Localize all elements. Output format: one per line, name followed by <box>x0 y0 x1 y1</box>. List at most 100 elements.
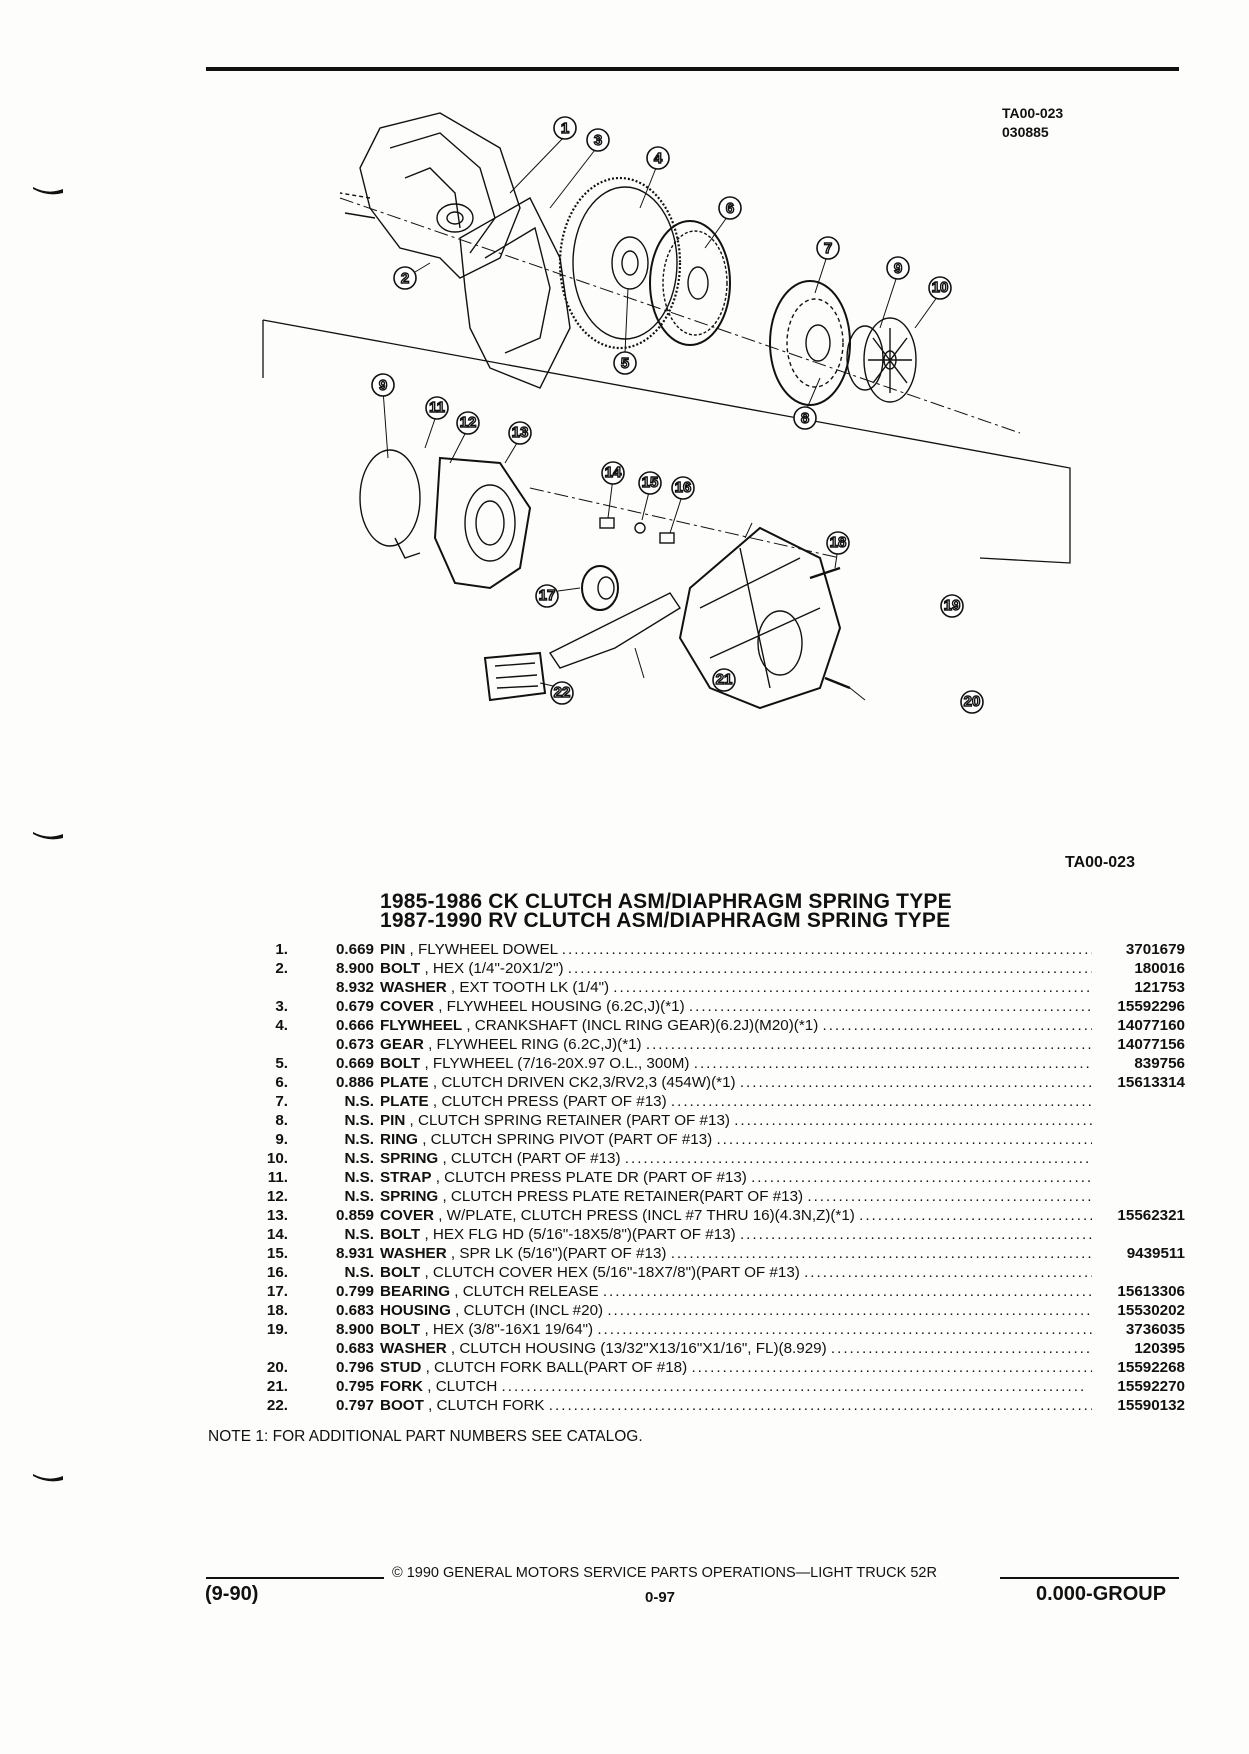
part-number: 180016 <box>1134 960 1185 977</box>
item-number: 8. <box>275 1112 288 1129</box>
leader-dots: ........................................… <box>739 1074 1092 1091</box>
leader-dots: ........................................… <box>567 960 1092 977</box>
leader-dots: ........................................… <box>548 1397 1092 1414</box>
leader-dots: ........................................… <box>739 1226 1092 1243</box>
quantity: 0.799 <box>335 1283 374 1300</box>
item-number: 12. <box>266 1188 288 1205</box>
callout-17: 17 <box>535 584 559 608</box>
callout-2: 2 <box>393 266 417 290</box>
part-detail: , CLUTCH COVER HEX (5/16"-18X7/8")(PART … <box>420 1264 800 1281</box>
part-detail: , CLUTCH PRESS PLATE DR (PART OF #13) <box>431 1169 747 1186</box>
part-description: BOLT , HEX (3/8"-16X1 19/64") ..........… <box>380 1320 1092 1339</box>
part-description: BOLT , HEX (1/4"-20X1/2") ..............… <box>380 959 1092 978</box>
part-detail: , HEX FLG HD (5/16"-18X5/8")(PART OF #13… <box>420 1226 736 1243</box>
part-description: COVER , FLYWHEEL HOUSING (6.2C,J)(*1) ..… <box>380 997 1092 1016</box>
callout-5: 5 <box>613 351 637 375</box>
part-detail: , FLYWHEEL HOUSING (6.2C,J)(*1) <box>434 998 685 1015</box>
svg-text:16: 16 <box>675 479 692 496</box>
leader-dots: ........................................… <box>624 1150 1092 1167</box>
part-detail: , FLYWHEEL DOWEL <box>405 941 558 958</box>
part-description: WASHER , EXT TOOTH LK (1/4") ...........… <box>380 978 1092 997</box>
quantity: N.S. <box>344 1264 374 1281</box>
svg-text:12: 12 <box>460 414 477 431</box>
item-number: 2. <box>275 960 288 977</box>
callout-8: 8 <box>793 406 817 430</box>
part-number: 3736035 <box>1125 1321 1185 1338</box>
svg-text:10: 10 <box>932 279 949 296</box>
leader-dots: ........................................… <box>607 1302 1092 1319</box>
leader-dots: ........................................… <box>602 1283 1092 1300</box>
parts-row: 2. 8.900 BOLT , HEX (1/4"-20X1/2") .......… <box>200 959 1185 978</box>
part-name: BOLT <box>380 960 421 977</box>
part-number: 14077160 <box>1117 1017 1185 1034</box>
binding-mark-icon <box>33 1474 63 1482</box>
svg-text:5: 5 <box>621 355 629 372</box>
part-name: WASHER <box>380 979 447 996</box>
leader-dots: ........................................… <box>501 1378 1087 1395</box>
section-title-2: 1987-1990 RV CLUTCH ASM/DIAPHRAGM SPRING… <box>380 909 951 932</box>
part-name: RING <box>380 1131 418 1148</box>
part-description: HOUSING , CLUTCH (INCL #20) ............… <box>380 1301 1092 1320</box>
svg-text:15: 15 <box>642 474 659 491</box>
footer-rule-left <box>206 1577 384 1579</box>
part-number: 9439511 <box>1126 1245 1185 1262</box>
quantity: 8.932 <box>335 979 374 996</box>
callout-20: 20 <box>960 690 984 714</box>
item-number: 14. <box>266 1226 288 1243</box>
part-description: COVER , W/PLATE, CLUTCH PRESS (INCL #7 T… <box>380 1206 1092 1225</box>
part-detail: , FLYWHEEL RING (6.2C,J)(*1) <box>423 1036 642 1053</box>
part-number: 121753 <box>1134 979 1185 996</box>
part-name: BOLT <box>380 1321 421 1338</box>
svg-text:19: 19 <box>944 597 961 614</box>
item-number: 4. <box>275 1017 288 1034</box>
callout-22: 22 <box>550 681 574 705</box>
leader-dots: ........................................… <box>751 1169 1092 1186</box>
parts-row: 14.N.S.BOLT , HEX FLG HD (5/16"-18X5/8")… <box>200 1225 1185 1244</box>
reference-code: TA00-023 030885 <box>1002 104 1063 142</box>
leader-dots: ........................................… <box>670 1245 1092 1262</box>
part-description: PIN , FLYWHEEL DOWEL ...................… <box>380 940 1092 959</box>
quantity: 0.683 <box>335 1340 374 1357</box>
parts-row: 8.932 WASHER , EXT TOOTH LK (1/4") ......… <box>200 978 1185 997</box>
part-description: FLYWHEEL , CRANKSHAFT (INCL RING GEAR)(6… <box>380 1016 1092 1035</box>
part-description: BOLT , CLUTCH COVER HEX (5/16"-18X7/8")(… <box>380 1263 1092 1282</box>
leader-dots: ........................................… <box>822 1017 1092 1034</box>
svg-text:3: 3 <box>594 132 602 149</box>
part-description: PLATE , CLUTCH PRESS (PART OF #13) .....… <box>380 1092 1092 1111</box>
quantity: 0.886 <box>335 1074 374 1091</box>
svg-text:17: 17 <box>539 587 556 604</box>
svg-text:1: 1 <box>561 120 569 137</box>
item-number: 11. <box>267 1169 288 1186</box>
part-detail: , CLUTCH <box>423 1378 498 1395</box>
callout-9-lower: 9 <box>371 373 395 397</box>
svg-text:9: 9 <box>379 377 387 394</box>
top-rule <box>206 67 1179 71</box>
quantity: 0.673 <box>335 1036 374 1053</box>
item-number: 9. <box>275 1131 288 1148</box>
part-detail: , CRANKSHAFT (INCL RING GEAR)(6.2J)(M20)… <box>462 1017 819 1034</box>
part-name: FORK <box>380 1378 424 1395</box>
bolts-illustration <box>529 487 841 559</box>
item-number: 15. <box>266 1245 288 1262</box>
leader-dots: ........................................… <box>716 1131 1092 1148</box>
revision-date: (9-90) <box>205 1583 259 1605</box>
part-detail: , HEX (3/8"-16X1 19/64") <box>420 1321 594 1338</box>
quantity: 8.900 <box>335 960 374 977</box>
part-number: 15592268 <box>1117 1359 1185 1376</box>
item-number: 18. <box>266 1302 288 1319</box>
svg-text:9: 9 <box>894 260 902 277</box>
callout-18: 18 <box>826 531 850 555</box>
part-detail: , HEX (1/4"-20X1/2") <box>420 960 564 977</box>
part-description: WASHER , SPR LK (5/16")(PART OF #13) ...… <box>380 1244 1092 1263</box>
part-number: 15613306 <box>1117 1283 1185 1300</box>
item-number: 16. <box>266 1264 288 1281</box>
part-number: 15590132 <box>1117 1397 1185 1414</box>
part-number: 839756 <box>1134 1055 1185 1072</box>
